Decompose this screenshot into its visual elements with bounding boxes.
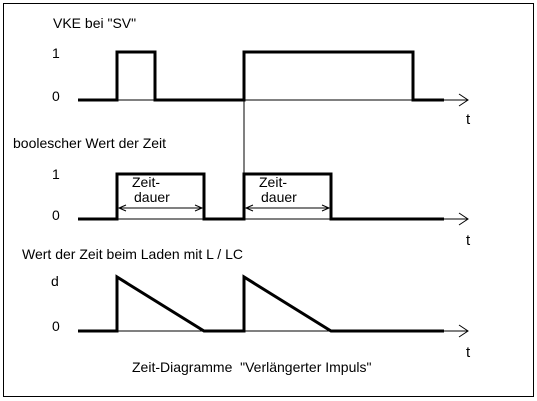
panel-boolean: boolescher Wert der Zeit 1 0 t Zeit- dau… [13, 135, 471, 249]
duration-2-label-line1: Zeit- [259, 174, 287, 190]
panel-1-title: VKE bei "SV" [53, 15, 136, 31]
duration-2-arrow-right [321, 204, 331, 212]
panel-2-axis-label: t [466, 232, 471, 249]
panel-2-title: boolescher Wert der Zeit [13, 135, 166, 151]
duration-1-arrow-left [117, 204, 127, 212]
panel-1-signal-trace [78, 50, 444, 102]
duration-1-label-line1: Zeit- [132, 174, 160, 190]
duration-2-arrow-left [244, 204, 254, 212]
panel-1-tick-low: 0 [52, 88, 60, 104]
panel-2-signal-trace [78, 172, 444, 221]
panel-3-tick-high: d [51, 273, 59, 289]
panel-3-title: Wert der Zeit beim Laden mit L / LC [22, 246, 243, 262]
panel-1-axis-label: t [466, 111, 471, 128]
panel-3-signal-trace [78, 274, 444, 333]
duration-annotation-1: Zeit- dauer [117, 174, 204, 212]
diagram-caption: Zeit-Diagramme "Verlängerter Impuls" [132, 359, 371, 375]
frame-border [3, 3, 534, 397]
panel-2-tick-low: 0 [52, 207, 60, 223]
panel-3-axis-label: t [466, 344, 471, 361]
panel-3-tick-low: 0 [52, 318, 60, 334]
panel-1-axis-arrow [458, 93, 469, 107]
duration-1-arrow-right [194, 204, 204, 212]
panel-2-tick-high: 1 [52, 166, 60, 182]
panel-timer-value: Wert der Zeit beim Laden mit L / LC d 0 … [22, 246, 471, 361]
duration-1-label-line2: dauer [134, 189, 170, 205]
panel-1-tick-high: 1 [52, 45, 60, 61]
panel-3-axis-arrow [458, 324, 469, 338]
duration-annotation-2: Zeit- dauer [244, 174, 331, 212]
duration-2-label-line2: dauer [261, 189, 297, 205]
panel-vke: VKE bei "SV" 1 0 t [52, 15, 471, 128]
panel-2-axis-arrow [458, 212, 469, 226]
